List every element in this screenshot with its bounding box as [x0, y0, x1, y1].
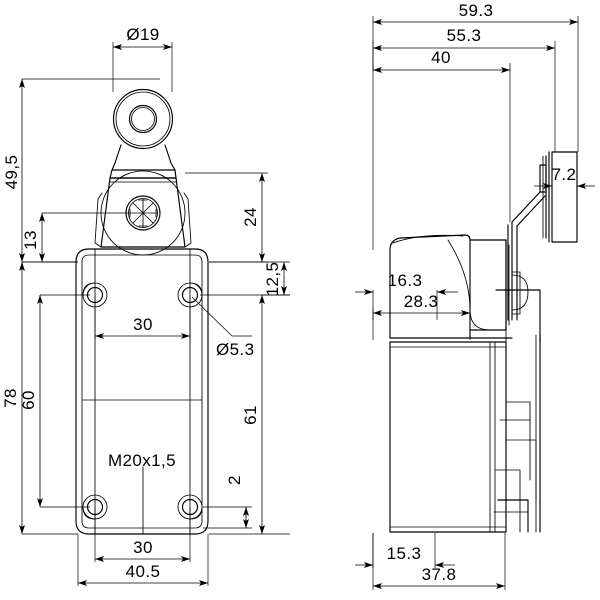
- dim-label-thread: M20x1,5: [108, 451, 176, 470]
- dim-label-head-depth: 28.3: [404, 292, 439, 311]
- pivot-head-front: [94, 177, 192, 248]
- dim-label-head-front-offset: 16.3: [388, 271, 423, 290]
- lever-arm-front: [109, 144, 177, 179]
- dim-label-hole-spacing-vertical: 60: [19, 390, 38, 410]
- switch-body-side: [389, 289, 541, 533]
- dim-roller-diameter: Ø19: [112, 25, 173, 92]
- dim-label-bottom-offset: 2: [225, 475, 244, 485]
- dim-label-body-height: 78: [1, 388, 20, 408]
- dim-overall-depth: 59.3: [372, 1, 579, 152]
- dim-hole-spacing-bottom: 30: [94, 507, 191, 562]
- dim-roller-width: 7.2: [534, 165, 595, 242]
- side-view-dimensions: 59.3 55.3 40 7.2: [355, 1, 595, 590]
- dim-label-roller-diameter: Ø19: [126, 25, 159, 44]
- dim-to-roller-face: 55.3: [372, 26, 556, 152]
- dim-head-depth: 28.3: [372, 292, 471, 340]
- dim-label-hole-to-bottom: 61: [241, 405, 260, 425]
- dim-label-roller-width: 7.2: [552, 165, 577, 184]
- dim-body-front-offset: 15.3: [355, 533, 455, 568]
- dim-to-lever-pivot: 40: [372, 48, 511, 250]
- dim-hole-diameter: Ø5.3: [191, 296, 254, 359]
- dim-label-to-lever-pivot: 40: [431, 48, 451, 67]
- dim-label-body-depth: 37.8: [422, 565, 457, 584]
- dim-body-top-to-hole: 12,5: [200, 261, 290, 297]
- dim-body-depth: 37.8: [372, 533, 506, 590]
- dim-label-head-height: 24: [241, 207, 260, 227]
- label-thread: M20x1,5: [108, 451, 176, 470]
- dim-label-body-width: 40.5: [126, 562, 161, 581]
- dim-label-body-front-offset: 15.3: [387, 544, 422, 563]
- dim-label-lever-height: 49,5: [2, 155, 21, 190]
- dim-label-hole-spacing-top: 30: [133, 315, 153, 334]
- dim-hole-spacing-top: 30: [94, 295, 191, 340]
- dim-body-width: 40.5: [77, 534, 209, 586]
- dim-label-pivot-to-body: 13: [21, 230, 40, 250]
- roller-front: [112, 88, 174, 150]
- dim-hole-spacing-vertical: 60: [19, 294, 90, 508]
- dim-label-body-top-to-hole: 12,5: [263, 262, 282, 297]
- dim-hole-to-bottom: 61: [209, 294, 290, 535]
- dim-label-to-roller-face: 55.3: [447, 26, 482, 45]
- front-view-dimensions: Ø19 49,5 13 24 12,5: [1, 25, 290, 586]
- side-view-geometry: [389, 151, 578, 533]
- lever-arm-side: [507, 191, 546, 321]
- dim-label-hole-diameter: Ø5.3: [216, 340, 254, 359]
- dim-label-hole-spacing-bottom: 30: [133, 538, 153, 557]
- dim-bottom-offset: 2: [203, 475, 252, 529]
- dim-body-height: 78: [1, 261, 78, 535]
- switch-body-front: [75, 248, 209, 535]
- dim-label-overall-depth: 59.3: [459, 1, 494, 20]
